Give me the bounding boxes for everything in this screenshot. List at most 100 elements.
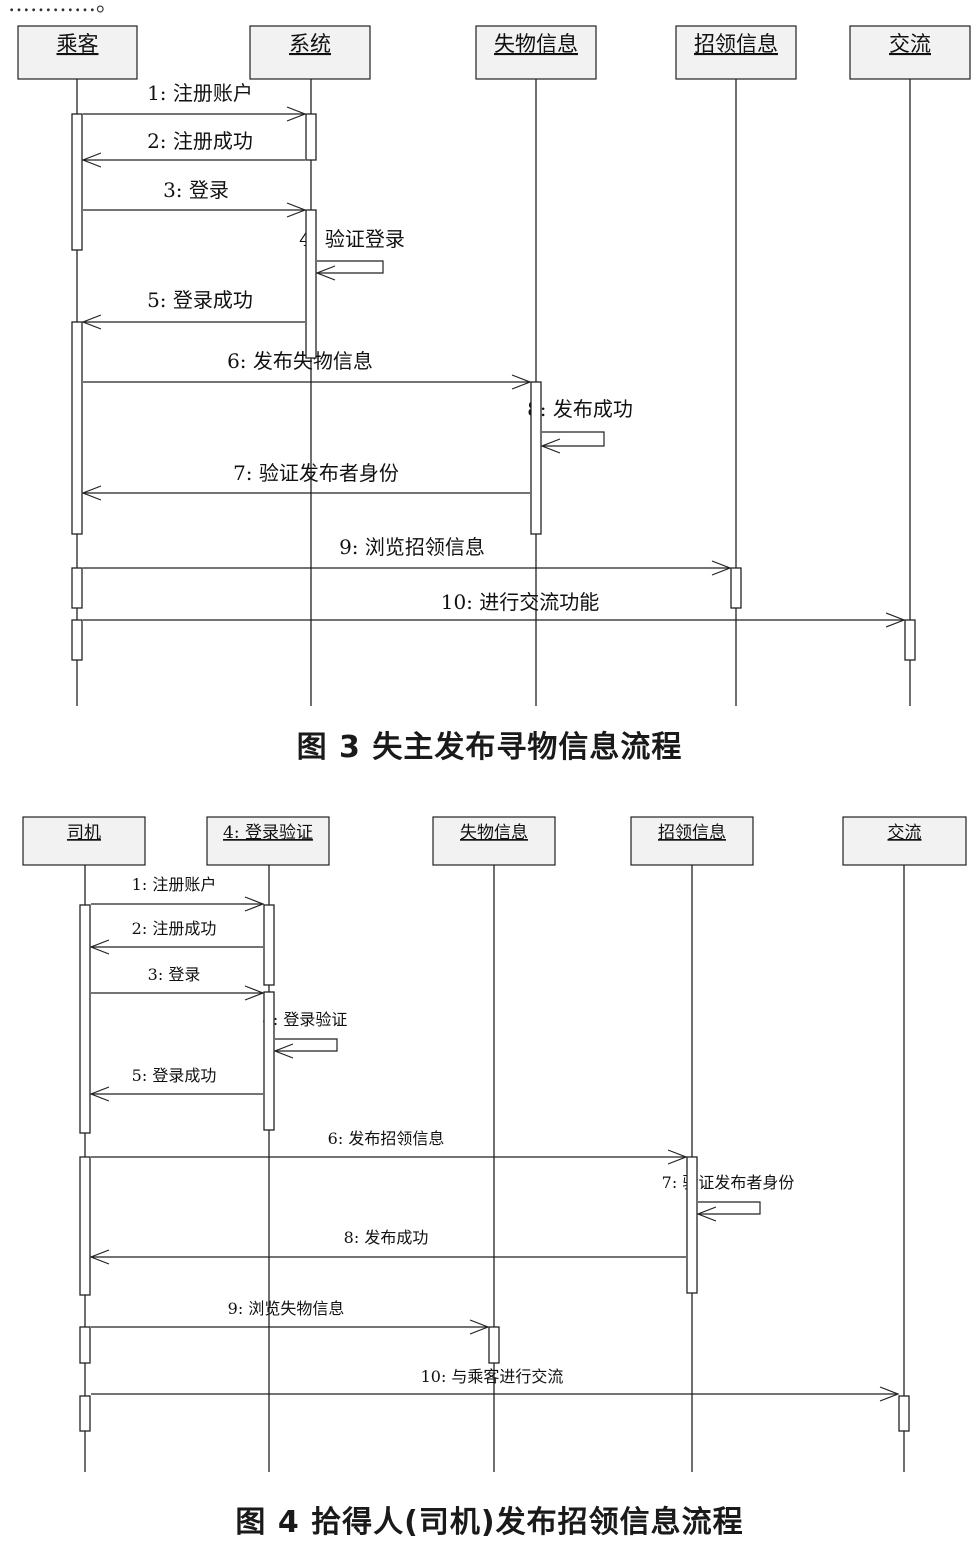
arrowhead xyxy=(81,485,102,501)
message: 4: 验证登录 xyxy=(299,227,405,281)
activation-bar xyxy=(71,619,83,661)
message-label: 7: 验证发布者身份 xyxy=(233,461,399,485)
arrowhead xyxy=(273,1043,294,1059)
message: 6: 发布失物信息 xyxy=(83,349,532,390)
top-text-fragment: …………。 xyxy=(8,0,119,17)
arrowhead xyxy=(244,896,265,912)
activation-bar xyxy=(263,991,275,1131)
activation-bar xyxy=(530,381,542,535)
participant-box: 招领信息 xyxy=(630,816,754,866)
arrowhead xyxy=(667,1149,688,1165)
message-label: 7: 验证发布者身份 xyxy=(662,1173,795,1192)
message: 5: 登录成功 xyxy=(81,288,305,330)
arrowhead xyxy=(885,612,906,628)
message-label: 8: 发布成功 xyxy=(344,1228,429,1247)
arrowhead xyxy=(89,939,110,955)
arrowhead xyxy=(315,265,336,281)
arrowhead xyxy=(696,1206,717,1222)
message: 2: 注册成功 xyxy=(81,129,305,168)
message-label: 4: 验证登录 xyxy=(299,227,405,251)
figure-3-caption: 图 3 失主发布寻物信息流程 xyxy=(296,730,683,765)
activation-bar xyxy=(71,567,83,609)
self-message-line xyxy=(542,431,605,447)
activation-bar xyxy=(898,1395,910,1432)
activation-bar xyxy=(305,209,317,359)
message-label: 9: 浏览招领信息 xyxy=(339,535,485,559)
message-label: 1: 注册账户 xyxy=(147,81,253,105)
participant-box: 系统 xyxy=(249,25,371,80)
participant-label: 4: 登录验证 xyxy=(223,823,313,843)
participant-label: 失物信息 xyxy=(494,32,578,56)
message-label: 4: 登录验证 xyxy=(263,1010,348,1029)
arrowhead xyxy=(286,202,307,218)
participant-rect xyxy=(849,25,971,80)
message: 4: 登录验证 xyxy=(263,1010,348,1059)
arrowhead xyxy=(540,438,561,454)
participant-label: 失物信息 xyxy=(460,823,528,843)
self-message-line xyxy=(275,1038,338,1052)
message-label: 1: 注册账户 xyxy=(132,875,217,894)
message: 7: 验证发布者身份 xyxy=(662,1173,795,1222)
message-label: 9: 浏览失物信息 xyxy=(228,1299,345,1318)
message-label: 3: 登录 xyxy=(148,965,201,984)
message-label: 10: 与乘客进行交流 xyxy=(421,1367,564,1386)
arrowhead xyxy=(89,1249,110,1265)
message-label: 8: 发布成功 xyxy=(527,397,633,421)
message: 6: 发布招领信息 xyxy=(91,1129,688,1165)
arrowhead xyxy=(89,1086,110,1102)
participant-rect xyxy=(206,816,330,866)
activation-bar xyxy=(904,619,916,661)
activation-bar xyxy=(79,1156,91,1296)
message: 8: 发布成功 xyxy=(89,1228,686,1265)
arrowhead xyxy=(879,1386,900,1402)
activation-bar xyxy=(305,113,317,161)
participant-box: 司机 xyxy=(22,816,146,866)
message-label: 10: 进行交流功能 xyxy=(441,590,600,614)
message: 10: 与乘客进行交流 xyxy=(91,1367,900,1402)
participant-box: 交流 xyxy=(849,25,971,80)
participant-label: 招领信息 xyxy=(658,823,726,843)
message-label: 6: 发布招领信息 xyxy=(328,1129,445,1148)
participant-box: 失物信息 xyxy=(475,25,597,80)
message: 3: 登录 xyxy=(83,178,307,218)
self-message-line xyxy=(698,1201,761,1215)
arrowhead xyxy=(81,314,102,330)
participant-label: 乘客 xyxy=(57,32,99,56)
message-label: 5: 登录成功 xyxy=(147,288,253,312)
message: 9: 浏览招领信息 xyxy=(83,535,732,576)
message-label: 5: 登录成功 xyxy=(132,1066,217,1085)
participant-box: 失物信息 xyxy=(432,816,556,866)
arrowhead xyxy=(244,985,265,1001)
activation-bar xyxy=(71,321,83,535)
participant-label: 交流 xyxy=(889,32,931,56)
activation-bar xyxy=(686,1156,698,1294)
participant-rect xyxy=(842,816,967,866)
participant-label: 司机 xyxy=(67,823,101,843)
participant-box: 4: 登录验证 xyxy=(206,816,330,866)
message: 1: 注册账户 xyxy=(83,81,307,122)
participant-rect xyxy=(249,25,371,80)
participant-rect xyxy=(22,816,146,866)
participant-label: 交流 xyxy=(888,823,922,843)
activation-bar xyxy=(488,1326,500,1364)
message-label: 6: 发布失物信息 xyxy=(227,349,373,373)
participant-rect xyxy=(17,25,138,80)
arrowhead xyxy=(469,1319,490,1335)
participant-label: 招领信息 xyxy=(694,32,778,56)
participant-box: 乘客 xyxy=(17,25,138,80)
activation-bar xyxy=(730,567,742,609)
activation-bar xyxy=(79,1395,91,1432)
arrowhead xyxy=(511,374,532,390)
arrowhead xyxy=(711,560,732,576)
participant-box: 交流 xyxy=(842,816,967,866)
participant-rect xyxy=(432,816,556,866)
message: 10: 进行交流功能 xyxy=(83,590,906,628)
activation-bar xyxy=(79,1326,91,1364)
self-message-line xyxy=(317,260,384,274)
activation-bar xyxy=(79,904,91,1134)
figure-4-caption: 图 4 拾得人(司机)发布招领信息流程 xyxy=(235,1505,744,1540)
activation-bar xyxy=(263,904,275,986)
participant-label: 系统 xyxy=(289,32,331,56)
